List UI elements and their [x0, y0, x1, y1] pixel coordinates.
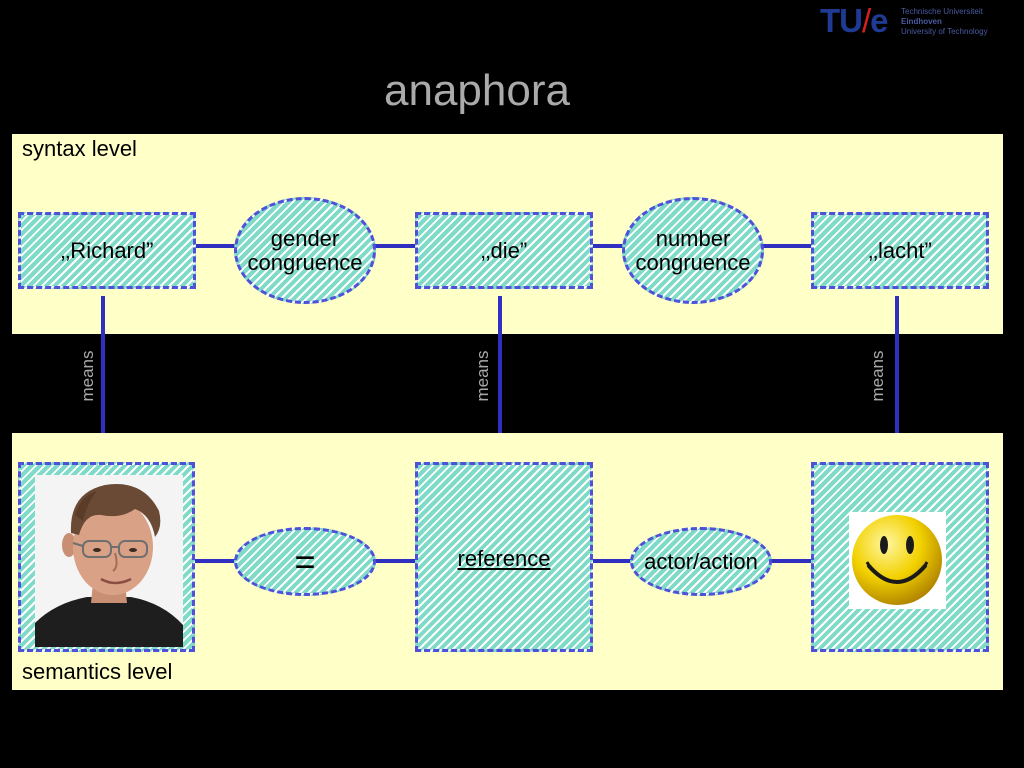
tue-logo-text: Technische Universiteit Eindhoven Univer…: [901, 7, 988, 36]
semantics-level-label: semantics level: [22, 659, 173, 684]
tue-logo: TU/e Technische Universiteit Eindhoven U…: [820, 2, 1010, 44]
means-label-3: means: [868, 350, 887, 402]
tue-logo-mark: TU/e: [820, 2, 889, 39]
node-richard: [18, 212, 196, 289]
connector-equals-reference: [374, 559, 416, 563]
node-gender-congruence-label: gender congruence: [247, 225, 363, 275]
node-die-label: ‚‚die”: [480, 237, 528, 263]
node-lacht: [811, 212, 989, 289]
node-number-congruence-label: number congruence: [635, 225, 751, 275]
node-number-congruence: [622, 197, 764, 304]
node-equals: [234, 527, 376, 596]
person-portrait-image: [35, 475, 183, 647]
smiley-face-icon: [852, 515, 942, 605]
node-die: [415, 212, 593, 289]
means-arrow-line-3: [895, 296, 899, 444]
connector-number-lacht: [762, 244, 812, 248]
connector-actor-smiley: [770, 559, 812, 563]
node-actor-action: [630, 527, 772, 596]
node-reference-label[interactable]: reference: [457, 546, 551, 571]
node-gender-congruence: [234, 197, 376, 304]
means-label-1: means: [78, 350, 97, 402]
connector-person-equals: [194, 559, 236, 563]
node-richard-label: ‚‚Richard”: [60, 237, 154, 263]
slide-title: anaphora: [384, 66, 570, 115]
node-reference: [415, 462, 593, 652]
connector-reference-actor: [592, 559, 634, 563]
means-arrow-line-1: [101, 296, 105, 444]
connector-die-number: [592, 244, 624, 248]
means-arrow-line-2: [498, 296, 502, 444]
node-actor-action-label: actor/action: [644, 548, 758, 574]
connector-richard-gender: [196, 244, 236, 248]
node-equals-label: =: [294, 540, 316, 582]
means-label-2: means: [473, 350, 492, 402]
syntax-level-label: syntax level: [22, 136, 137, 161]
node-lacht-label: ‚‚lacht”: [868, 237, 932, 263]
smiley-frame: [849, 512, 946, 609]
connector-gender-die: [374, 244, 416, 248]
person-photo: [35, 475, 183, 647]
